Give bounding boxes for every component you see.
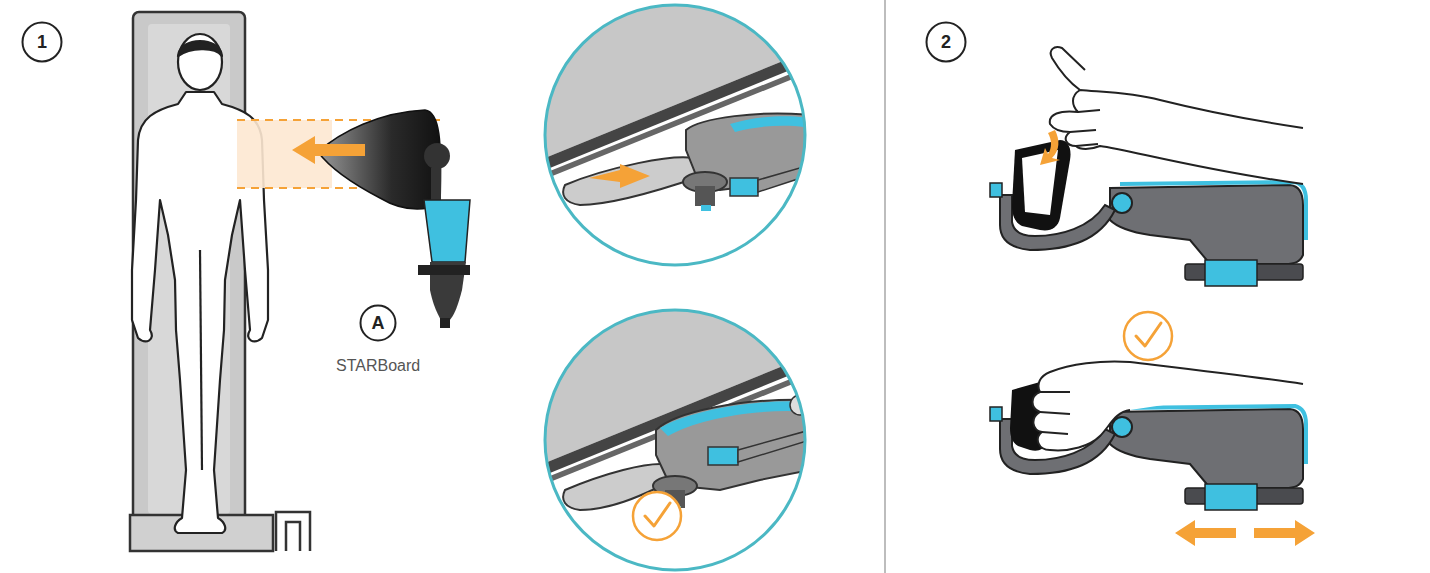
callout-circle: A xyxy=(359,304,397,342)
direction-arrow xyxy=(292,136,365,164)
hand-grip xyxy=(1033,361,1304,450)
callout-number: A xyxy=(372,314,385,332)
zoom-outline xyxy=(545,5,805,265)
panel-divider xyxy=(884,0,886,573)
patient-outline xyxy=(132,34,268,533)
part-name: STARBoard xyxy=(336,357,420,375)
callout-number: 2 xyxy=(941,33,951,51)
hand-open xyxy=(1050,47,1303,184)
slide-arrows xyxy=(1175,520,1315,546)
check-mark xyxy=(1124,312,1172,360)
zoom-outline xyxy=(545,310,805,570)
callout-circle: 2 xyxy=(925,21,967,63)
detail-zoom-top xyxy=(540,0,810,270)
starboard-part xyxy=(318,110,470,328)
operating-table xyxy=(130,12,310,551)
callout-number: 1 xyxy=(37,33,47,51)
callout-circle: 1 xyxy=(21,21,63,63)
detail-zoom-bottom xyxy=(540,305,810,573)
check-mark xyxy=(633,492,681,540)
